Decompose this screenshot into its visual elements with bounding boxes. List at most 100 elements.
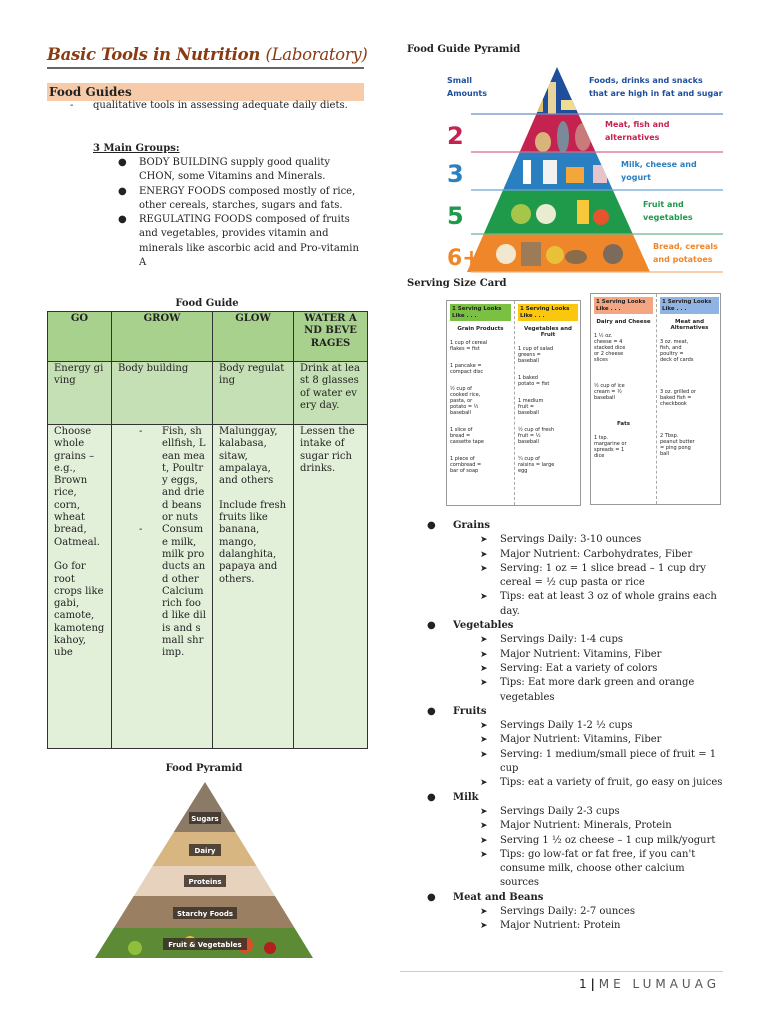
food-group-points: ➤ Servings Daily 1-2 ½ cups➤Major Nutrien…	[453, 719, 725, 790]
list-item: ➤Major Nutrient: Vitamins, Fiber	[453, 733, 725, 747]
table-cell: Body building	[111, 361, 213, 425]
arrow-bullet-icon: ➤	[480, 549, 488, 560]
table-cell: Malunggay, kalabasa, sitaw, ampalaya, an…	[212, 424, 294, 749]
title-divider	[47, 67, 364, 69]
list-item: ➤ Serving: 1 medium/small piece of fruit …	[453, 748, 725, 777]
serving-column-title: Dairy and Cheese	[596, 319, 651, 325]
arrow-bullet-icon: ➤	[480, 835, 488, 846]
list-item: ➤ Servings Daily: 2-7 ounces	[453, 905, 725, 919]
section-heading-food-guides: Food Guides	[47, 83, 364, 101]
serving-column: 1 Serving Looks Like . . . Grain Product…	[447, 301, 514, 505]
point-text: Servings Daily: 3-10 ounces	[500, 534, 642, 546]
point-text: Servings Daily: 1-4 cups	[500, 634, 623, 646]
food-group-points: ➤Servings Daily 2-3 cups➤Major Nutrient:…	[453, 805, 725, 891]
pyramid-label-fruit-veg: Fruit & Vegetables	[168, 941, 241, 949]
list-item: -Fish, shellfish, Lean meat, Poultry egg…	[139, 426, 206, 524]
arrow-bullet-icon: ➤	[480, 849, 488, 860]
food-group-points: ➤ Servings Daily: 3-10 ounces ➤Major Nutri…	[453, 533, 725, 619]
arrow-bullet-icon: ➤	[480, 821, 488, 832]
footer-divider	[400, 971, 723, 972]
arrow-bullet-icon: ➤	[480, 778, 488, 789]
food-guide-table: GO GROW GLOW WATER AND BEVERAGES Energy …	[47, 311, 368, 749]
list-item: ➤Major Nutrient: Carbohydrates, Fiber	[453, 548, 725, 562]
tier-label: Foods, drinks and snacks that are high i…	[589, 76, 723, 98]
point-text: Tips: eat at least 3 oz of whole grains …	[500, 591, 717, 617]
bullet-icon: ●	[118, 157, 127, 168]
go-text-2: Go for root crops like gabi, camote, kam…	[54, 561, 105, 659]
tier-count: 5	[447, 202, 464, 230]
tier-count: 6+	[447, 246, 481, 271]
list-item: ➤Major Nutrient: Minerals, Protein	[453, 819, 725, 833]
point-text: Serving: 1 medium/small piece of fruit =…	[500, 748, 717, 775]
serving-item: 1 piece of cornbread = bar of soap	[450, 456, 482, 474]
serving-item: 1 tsp. margarine or spreads = 1 dice	[594, 435, 627, 459]
arrow-bullet-icon: ➤	[480, 749, 488, 760]
food-pyramid-image: Sugars Dairy Proteins Starchy Foods Frui…	[95, 782, 313, 958]
serving-header: 1 Serving Looks Like . . .	[660, 297, 719, 314]
table-header-row: GO GROW GLOW WATER AND BEVERAGES	[47, 311, 368, 362]
dash-marker: -	[139, 426, 143, 437]
arrow-bullet-icon: ➤	[480, 921, 488, 932]
food-guide-pyramid-caption: Food Guide Pyramid	[407, 44, 521, 55]
food-group-name: Milk	[453, 791, 479, 803]
point-text: Major Nutrient: Vitamins, Fiber	[500, 648, 662, 660]
title-main: Basic Tools in Nutrition	[47, 45, 261, 64]
arrow-bullet-icon: ➤	[480, 907, 488, 918]
food-group-name: Vegetables	[453, 620, 514, 632]
list-item: -Consume milk, milk products and other C…	[139, 524, 206, 659]
column-header-water: WATER AND BEVERAGES	[293, 311, 368, 362]
list-item: ➤ Servings Daily 1-2 ½ cups	[453, 719, 725, 733]
grow-list: -Fish, shellfish, Lean meat, Poultry egg…	[139, 426, 206, 660]
food-guides-description: qualitative tools in assessing adequate …	[93, 100, 348, 111]
arrow-bullet-icon: ➤	[480, 678, 488, 689]
serving-item: ½ cup of fresh fruit = ½ baseball	[518, 427, 555, 445]
footer-author: ME LUMAUAG	[598, 977, 720, 991]
tier-count: Small Amounts	[447, 76, 487, 98]
point-text: Tips: Eat more dark green and orange veg…	[500, 677, 695, 703]
bullet-icon: ●	[427, 620, 436, 632]
glow-text-1: Malunggay, kalabasa, sitaw, ampalaya, an…	[219, 426, 278, 487]
bullet-icon: ●	[118, 185, 127, 197]
pyramid-label-proteins: Proteins	[188, 878, 221, 886]
serving-item: 2 Tbsp. peanut butter = ping pong ball	[660, 433, 695, 457]
arrow-bullet-icon: ➤	[480, 635, 488, 646]
list-item: ➤Servings Daily 2-3 cups	[453, 805, 725, 819]
arrow-bullet-icon: ➤	[480, 535, 488, 546]
list-item: ●BODY BUILDING supply good quality CHON,…	[118, 156, 368, 185]
food-group-name: Grains	[453, 520, 490, 531]
point-text: Servings Daily: 2-7 ounces	[500, 906, 635, 918]
bullet-icon: ●	[427, 791, 436, 803]
table-cell: Energy giving	[47, 361, 112, 425]
arrow-bullet-icon: ➤	[480, 721, 488, 732]
arrow-bullet-icon: ➤	[480, 563, 488, 574]
serving-item: 1 slice of bread = cassette tape	[450, 427, 484, 445]
serving-item: 1 medium fruit = baseball	[518, 398, 544, 416]
bullet-icon: ●	[427, 705, 436, 717]
list-item: ●ENERGY FOODS composed mostly of rice, o…	[118, 185, 368, 214]
table-row: Choose whole grains – e.g., Brown rice, …	[47, 424, 368, 749]
serving-column-title: Meat and Alternatives	[670, 319, 709, 331]
dash-marker: -	[70, 100, 74, 111]
list-item: ➤Tips: go low-fat or fat free, if you ca…	[453, 848, 725, 891]
tier-count: 2	[447, 122, 464, 150]
serving-item: ¼ cup of raisins = large egg	[518, 456, 555, 474]
bullet-icon: ●	[427, 891, 436, 903]
food-pyramid-caption: Food Pyramid	[165, 763, 243, 774]
serving-item: 3 oz. meat, fish, and poultry = deck of …	[660, 339, 694, 363]
list-item: ➤ Serving: 1 oz = 1 slice bread – 1 cup d…	[453, 562, 725, 591]
point-text: Serving: Eat a variety of colors	[500, 662, 658, 674]
title-sub: (Laboratory)	[265, 45, 368, 64]
arrow-bullet-icon: ➤	[480, 649, 488, 660]
food-group-points: ➤ Servings Daily: 1-4 cups ➤ Major Nutrient…	[453, 633, 725, 704]
tier-count: 3	[447, 160, 464, 188]
list-item: ➤Serving 1 ½ oz cheese – 1 cup milk/yogu…	[453, 834, 725, 848]
serving-item: ½ cup of cooked rice, pasta, or potato =…	[450, 386, 481, 416]
food-group-item: ●Grains➤Servings Daily: 3-10 ounces➤Majo…	[425, 519, 725, 619]
table-row: Energy giving Body building Body regulat…	[47, 361, 368, 425]
arrow-bullet-icon: ➤	[480, 806, 488, 817]
point-text: Servings Daily 1-2 ½ cups	[500, 720, 633, 732]
food-group-points: ➤Servings Daily: 2-7 ounces➤Major Nutrie…	[453, 905, 725, 934]
pyramid-label-sugars: Sugars	[191, 815, 218, 823]
point-text: Serving: 1 oz = 1 slice bread – 1 cup dr…	[500, 562, 706, 589]
main-groups-heading: 3 Main Groups:	[93, 143, 180, 154]
